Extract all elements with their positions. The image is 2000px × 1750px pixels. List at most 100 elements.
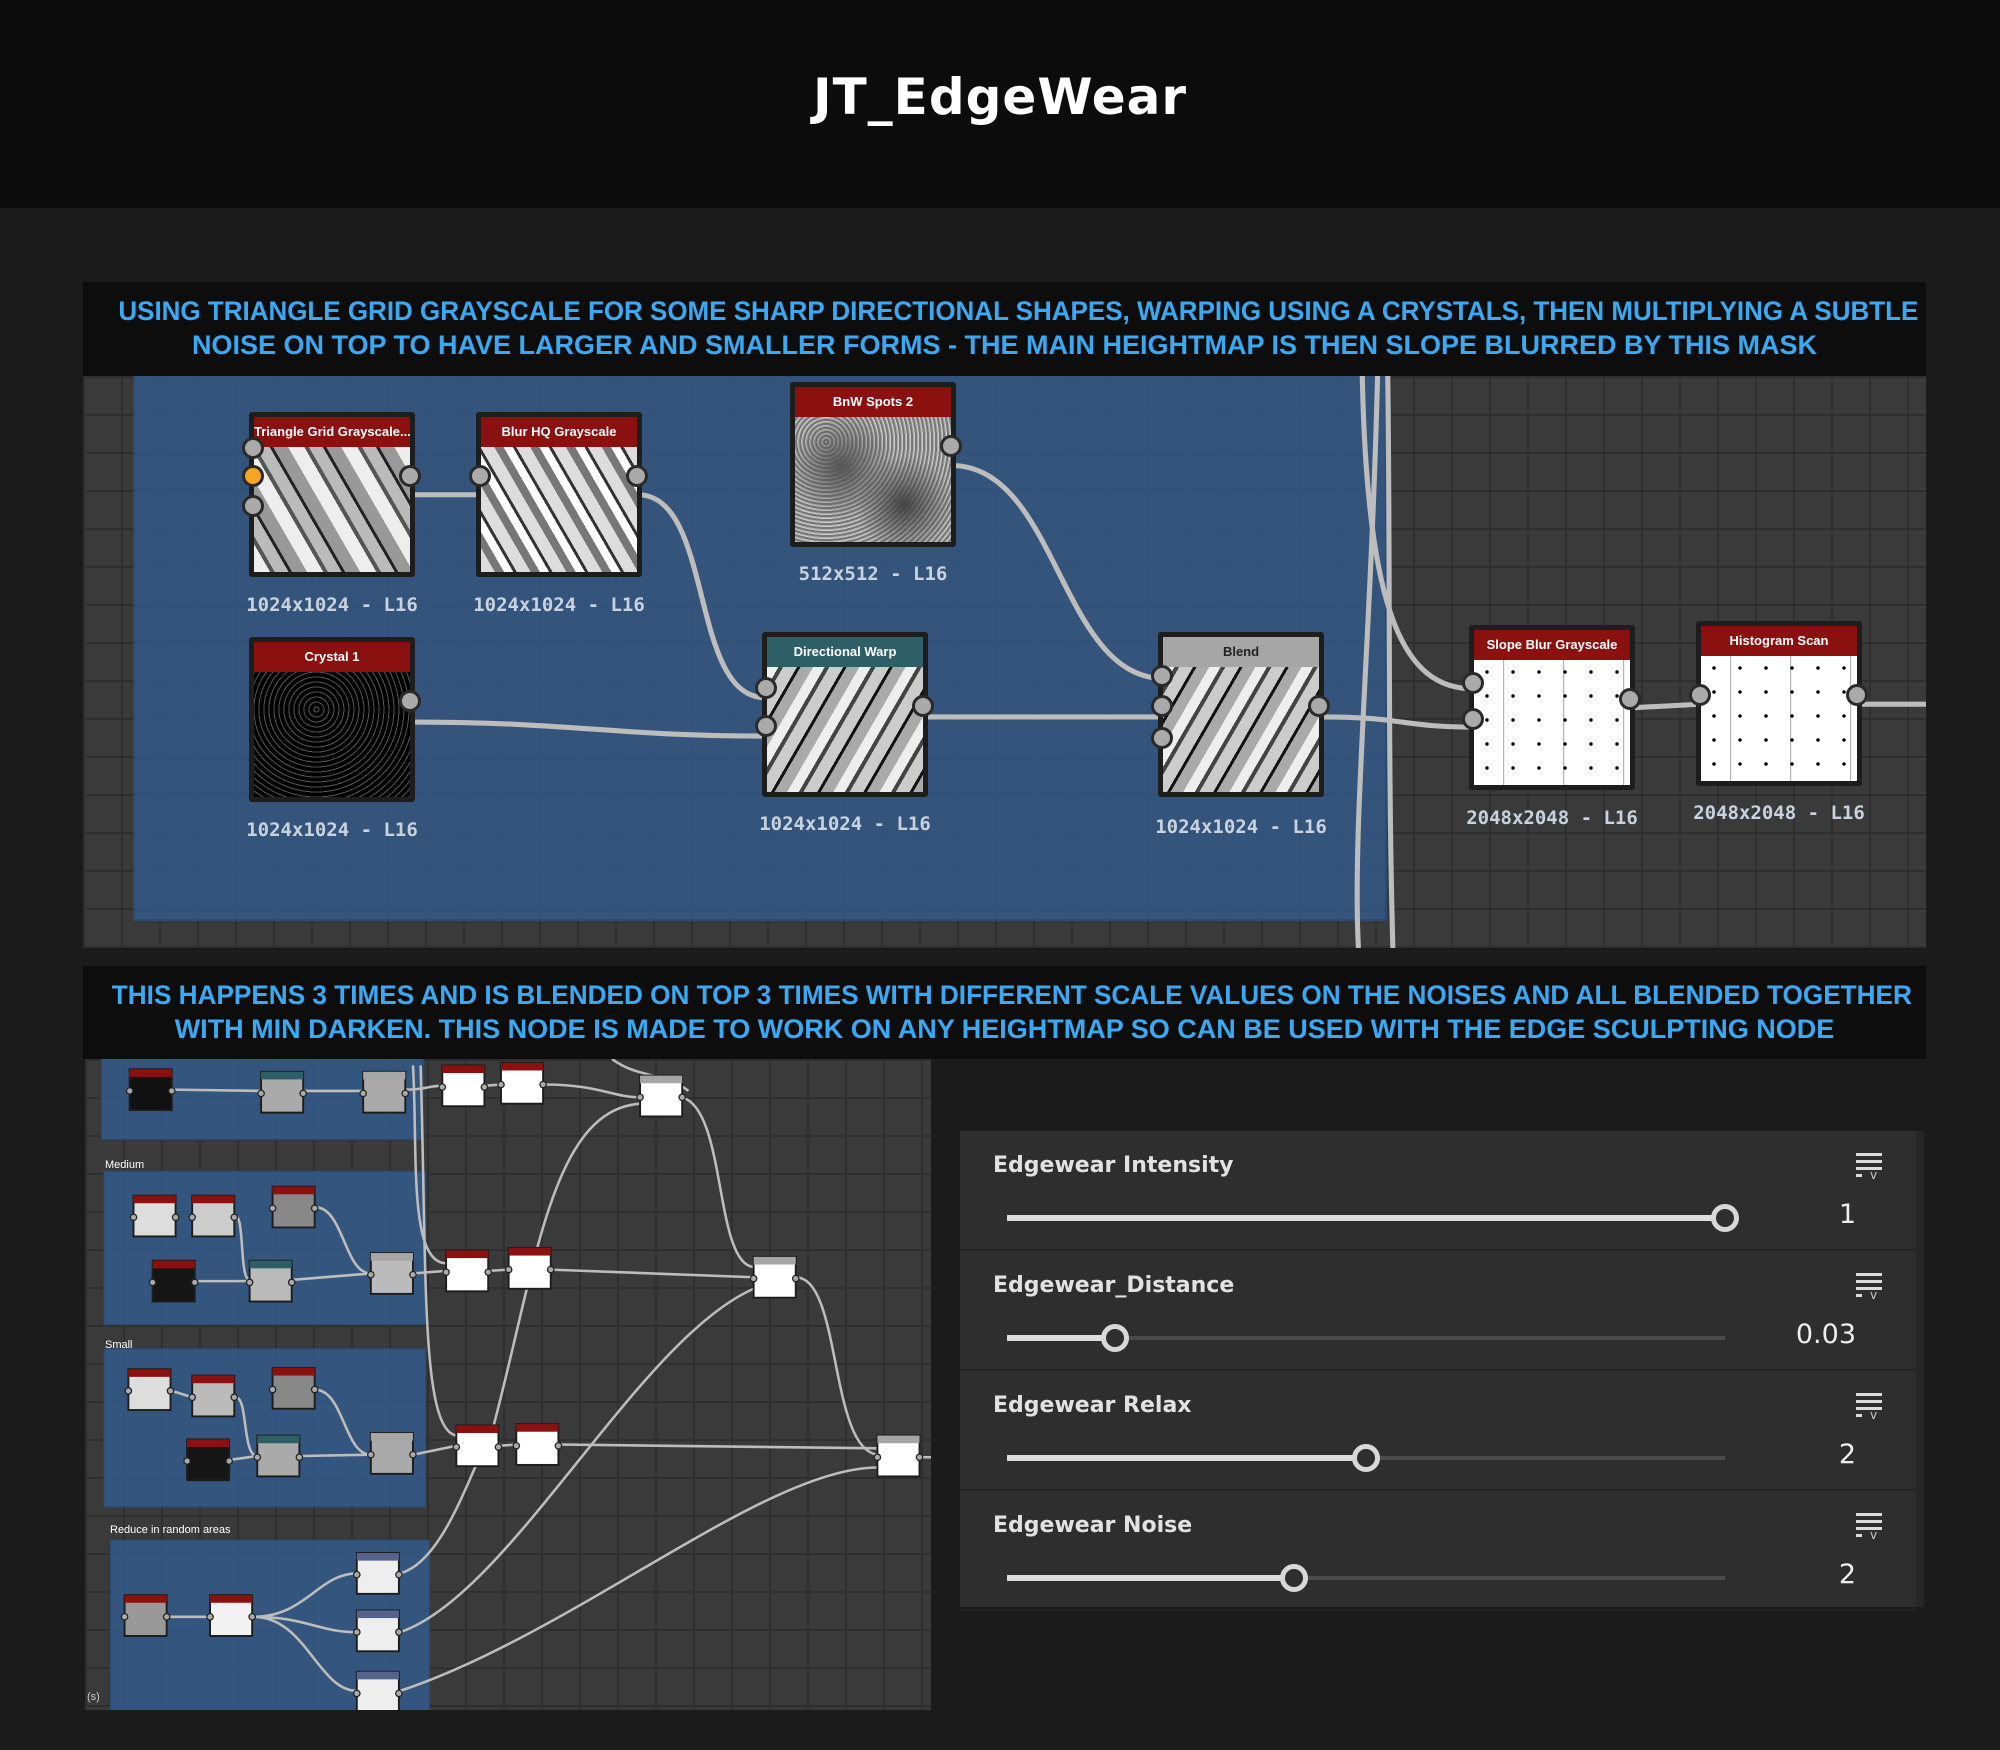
param-value[interactable]: 2 <box>1838 1439 1856 1470</box>
slider-knob[interactable] <box>1711 1204 1739 1232</box>
input-socket[interactable] <box>1689 684 1711 706</box>
input-socket[interactable] <box>1151 727 1173 749</box>
mini-node[interactable] <box>188 1194 239 1238</box>
mini-node[interactable] <box>497 1061 547 1105</box>
mini-node[interactable] <box>124 1368 175 1411</box>
node-graph-bottom[interactable]: Medium Small Reduce in random areas (s) <box>85 1059 931 1710</box>
node-crystal[interactable]: Crystal 1 <box>249 637 421 802</box>
menu-icon[interactable]: v <box>1856 1271 1886 1302</box>
socket <box>749 1274 758 1283</box>
output-socket[interactable] <box>626 465 648 487</box>
mini-node[interactable] <box>245 1259 296 1303</box>
mini-node[interactable] <box>125 1068 176 1112</box>
param-slider[interactable] <box>1007 1204 1739 1232</box>
output-socket[interactable] <box>1846 684 1868 706</box>
mini-node[interactable] <box>352 1670 403 1710</box>
mini-node[interactable] <box>352 1609 403 1653</box>
output-socket[interactable] <box>1308 695 1330 717</box>
node-triangle-grid[interactable]: Triangle Grid Grayscale... <box>242 412 421 577</box>
param-label: Edgewear Noise <box>993 1513 1193 1538</box>
mini-node[interactable] <box>268 1366 319 1410</box>
node-thumbnail <box>1163 667 1319 792</box>
mini-node[interactable] <box>129 1194 180 1238</box>
menu-icon[interactable]: v <box>1856 1151 1886 1182</box>
frame-label-medium: Medium <box>105 1159 145 1171</box>
node-directional-warp[interactable]: Directional Warp <box>755 632 934 797</box>
node-blend[interactable]: Blend <box>1151 632 1330 797</box>
param-value[interactable]: 1 <box>1838 1199 1856 1230</box>
input-socket[interactable] <box>1462 672 1484 694</box>
wire <box>1354 376 1381 948</box>
mini-node[interactable] <box>438 1064 489 1108</box>
mini-node[interactable] <box>504 1246 555 1290</box>
param-slider[interactable] <box>1007 1324 1725 1352</box>
slider-knob[interactable] <box>1352 1444 1380 1472</box>
mini-node[interactable] <box>366 1432 417 1475</box>
mini-node[interactable] <box>206 1594 256 1637</box>
node-graph-top[interactable]: Triangle Grid Grayscale...1024x1024 - L1… <box>83 376 1926 948</box>
param-row: Edgewear Relax v 2 <box>960 1371 1916 1491</box>
mini-node[interactable] <box>352 1552 403 1595</box>
socket <box>129 1213 138 1222</box>
mini-node[interactable] <box>442 1249 493 1293</box>
socket <box>166 1387 175 1395</box>
param-label: Edgewear Relax <box>993 1393 1192 1418</box>
node-resolution: 2048x2048 - L16 <box>1693 802 1865 824</box>
input-socket[interactable] <box>242 465 264 487</box>
menu-icon[interactable]: v <box>1856 1391 1886 1422</box>
input-socket[interactable] <box>242 437 264 459</box>
socket <box>539 1080 547 1089</box>
output-socket[interactable] <box>399 465 421 487</box>
input-socket[interactable] <box>1462 708 1484 730</box>
input-socket[interactable] <box>469 465 491 487</box>
mini-node[interactable] <box>359 1070 410 1114</box>
input-socket[interactable] <box>242 495 264 517</box>
input-socket[interactable] <box>1151 665 1173 687</box>
node-title: Blend <box>1163 637 1319 667</box>
output-socket[interactable] <box>940 435 962 457</box>
mini-node[interactable] <box>749 1255 800 1299</box>
node-histogram-scan[interactable]: Histogram Scan <box>1689 621 1868 786</box>
socket <box>636 1093 644 1102</box>
node-blur-hq[interactable]: Blur HQ Grayscale <box>469 412 648 577</box>
socket <box>124 1387 133 1395</box>
output-socket[interactable] <box>399 690 421 712</box>
output-socket[interactable] <box>1619 688 1641 710</box>
caption-line: USING TRIANGLE GRID GRAYSCALE FOR SOME S… <box>118 296 1919 326</box>
node-bnw-spots[interactable]: BnW Spots 2 <box>790 382 962 547</box>
mini-node[interactable] <box>253 1434 304 1478</box>
socket <box>401 1089 410 1098</box>
input-socket[interactable] <box>755 677 777 699</box>
slider-knob[interactable] <box>1280 1564 1309 1592</box>
mini-node[interactable] <box>873 1434 924 1478</box>
mini-node[interactable] <box>183 1438 234 1482</box>
mini-node[interactable] <box>636 1074 687 1118</box>
slider-fill <box>1007 1455 1366 1461</box>
node-thumbnail <box>254 672 410 797</box>
output-socket[interactable] <box>912 695 934 717</box>
slider-knob[interactable] <box>1100 1324 1129 1352</box>
socket <box>125 1087 134 1095</box>
mini-node[interactable] <box>512 1423 563 1466</box>
wire <box>637 492 766 701</box>
node-slope-blur[interactable]: Slope Blur Grayscale <box>1462 625 1641 790</box>
mini-node[interactable] <box>366 1252 417 1295</box>
socket <box>480 1083 489 1091</box>
mini-node[interactable] <box>257 1070 308 1114</box>
socket <box>438 1083 447 1091</box>
mini-node[interactable] <box>120 1594 171 1637</box>
socket <box>352 1689 361 1698</box>
mini-node[interactable] <box>268 1185 319 1229</box>
graph-overview <box>100 1059 931 1710</box>
socket <box>359 1089 367 1098</box>
input-socket[interactable] <box>1151 695 1173 717</box>
mini-node[interactable] <box>148 1259 199 1303</box>
param-value[interactable]: 2 <box>1838 1559 1856 1590</box>
mini-node[interactable] <box>452 1424 503 1468</box>
mini-node[interactable] <box>188 1374 239 1418</box>
param-slider[interactable] <box>1007 1564 1725 1592</box>
param-slider[interactable] <box>1007 1444 1725 1472</box>
param-value[interactable]: 0.03 <box>1795 1319 1856 1350</box>
menu-icon[interactable]: v <box>1856 1511 1886 1542</box>
input-socket[interactable] <box>755 715 777 737</box>
